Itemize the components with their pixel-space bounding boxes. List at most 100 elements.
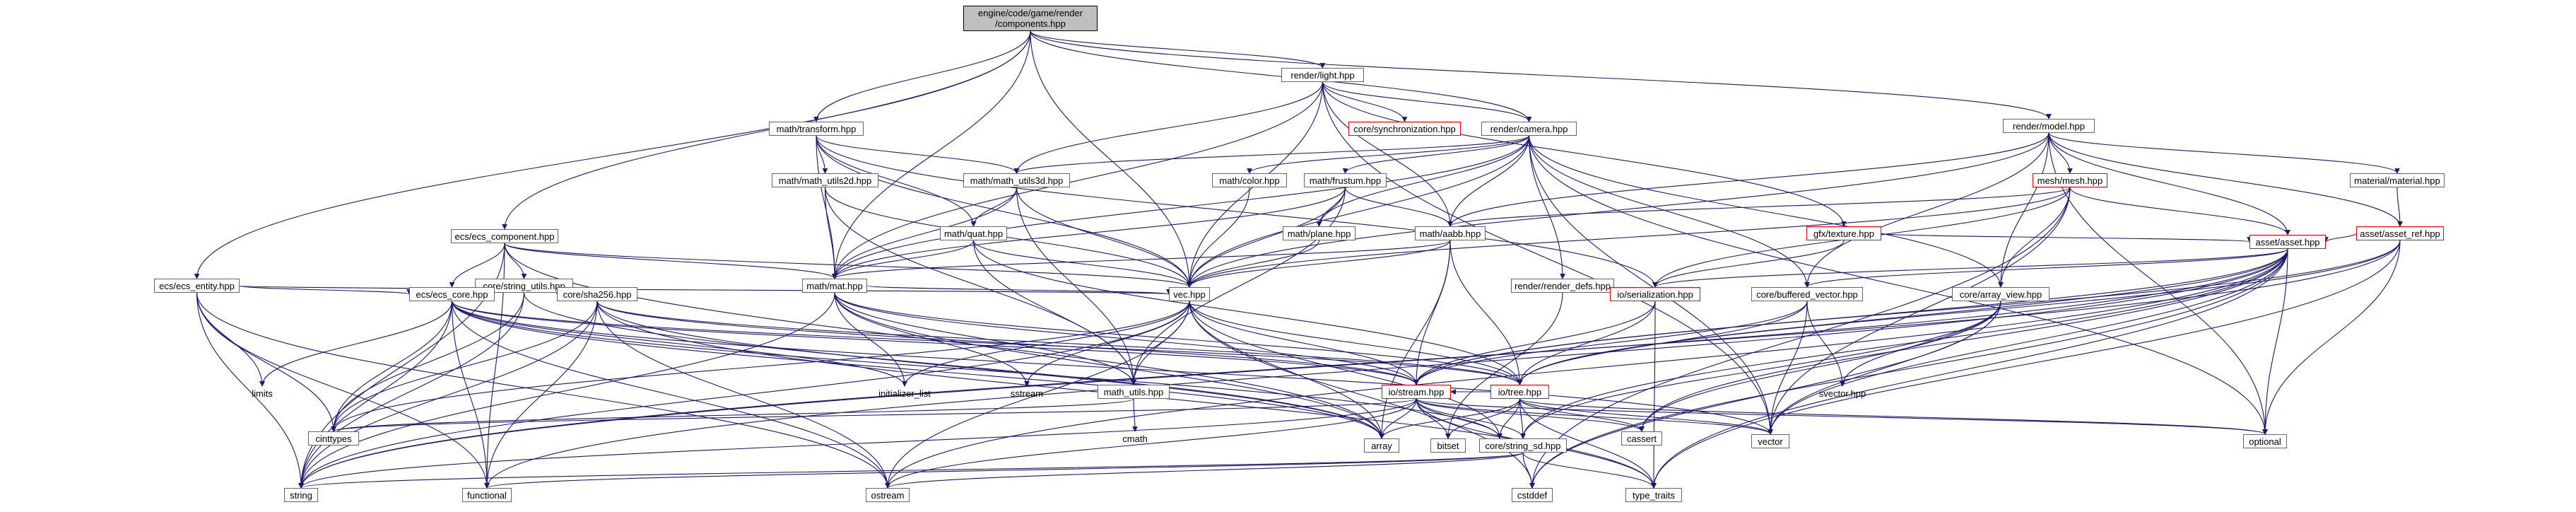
node-ostream[interactable]: ostream — [866, 488, 910, 502]
node-vector[interactable]: vector — [1751, 434, 1789, 448]
edge-model-to-assetref — [2048, 132, 2403, 227]
edge-root-to-model — [1030, 30, 2052, 120]
edge-stream-to-strsd — [1416, 398, 1526, 439]
node-ecs-entity[interactable]: ecs/ecs_entity.hpp — [154, 279, 240, 293]
node-core-synchronization[interactable]: core/synchronization.hpp — [1348, 122, 1461, 136]
node-math-frustum[interactable]: math/frustum.hpp — [1304, 173, 1387, 187]
node-functional[interactable]: functional — [462, 488, 512, 502]
edge-ecscore-to-string — [298, 301, 453, 489]
edge-ecsentity-to-string — [196, 292, 304, 489]
node-math-utils2d[interactable]: math/math_utils2d.hpp — [772, 173, 878, 187]
node-io-tree[interactable]: io/tree.hpp — [1490, 385, 1549, 399]
node-material-material[interactable]: material/material.hpp — [2350, 173, 2445, 187]
edge-mat-to-array — [834, 292, 1384, 439]
node-math-transform[interactable]: math/transform.hpp — [769, 122, 864, 136]
edge-ecsentity-to-limits — [196, 292, 265, 387]
node-initializer-list[interactable]: initializer_list — [878, 388, 931, 399]
edge-mesh-to-aabb — [1447, 187, 2071, 227]
edge-root-to-vec — [1030, 30, 1192, 288]
node-bitset[interactable]: bitset — [1430, 438, 1466, 453]
node-math-utils[interactable]: math_utils.hpp — [1098, 385, 1170, 399]
node-ecs-core[interactable]: ecs/ecs_core.hpp — [409, 287, 495, 301]
edge-ecscomp-to-vec — [504, 243, 1192, 288]
edge-mu2d-to-mat — [824, 187, 837, 279]
edge-model-to-bufvec — [1804, 132, 2049, 288]
edge-bufvec-to-vector — [1768, 301, 1808, 435]
node-svector[interactable]: svector.hpp — [1818, 388, 1866, 399]
edge-plane-to-vec — [1187, 240, 1320, 288]
edge-ecscore-to-ostream — [451, 301, 890, 489]
node-root-components[interactable]: engine/code/game/render /components.hpp — [963, 6, 1098, 31]
node-math-aabb[interactable]: math/aabb.hpp — [1415, 226, 1486, 240]
node-cassert[interactable]: cassert — [1621, 431, 1662, 446]
edge-asset-to-typetraits — [1651, 248, 2288, 489]
edge-assetref-to-asset — [2323, 233, 2357, 243]
edge-light-to-vector — [1322, 81, 1773, 435]
edge-camera-to-mu3d — [1013, 135, 1530, 174]
node-render-camera[interactable]: render/camera.hpp — [1481, 122, 1577, 136]
node-core-sha256[interactable]: core/sha256.hpp — [557, 287, 637, 301]
edge-asset-to-functional — [484, 248, 2288, 489]
edge-aabb-to-mat — [832, 240, 1451, 279]
node-render-model[interactable]: render/model.hpp — [2003, 119, 2095, 133]
edge-vec-to-utility — [1189, 301, 1502, 439]
node-type-traits[interactable]: type_traits — [1625, 488, 1682, 502]
edge-transform-to-mu3d — [816, 135, 1020, 174]
edge-asset-to-bufvec — [1804, 248, 2288, 288]
node-cstddef[interactable]: cstddef — [1512, 488, 1553, 502]
edge-asset-to-optional — [2262, 248, 2288, 435]
node-ecs-component[interactable]: ecs/ecs_component.hpp — [451, 229, 558, 243]
node-mesh-mesh[interactable]: mesh/mesh.hpp — [2033, 173, 2107, 187]
node-sstream[interactable]: sstream — [1010, 388, 1044, 399]
edge-model-to-arrview — [1998, 132, 2049, 288]
edge-stream-to-string — [298, 398, 1417, 489]
node-string[interactable]: string — [284, 488, 318, 502]
edge-asset-to-strsd — [1520, 248, 2288, 439]
node-cinttypes[interactable]: cinttypes — [308, 431, 359, 446]
node-optional[interactable]: optional — [2243, 434, 2287, 448]
node-render-light[interactable]: render/light.hpp — [1281, 68, 1364, 82]
node-math-color[interactable]: math/color.hpp — [1212, 173, 1287, 187]
edge-mat-to-mathutils — [834, 292, 1136, 385]
node-core-buffered-vector[interactable]: core/buffered_vector.hpp — [1751, 287, 1863, 301]
node-cmath[interactable]: cmath — [1122, 433, 1148, 444]
edge-mu2d-to-vec — [824, 187, 1192, 288]
edge-root-to-ecsentity — [194, 30, 1031, 279]
node-asset-asset[interactable]: asset/asset.hpp — [2249, 235, 2326, 249]
edge-ecsentity-to-cinttypes — [196, 292, 336, 432]
edge-ecscomp-to-string — [298, 243, 505, 489]
edge-ecscomp-to-mat — [504, 243, 837, 279]
node-io-stream[interactable]: io/stream.hpp — [1382, 385, 1451, 399]
edge-vec-to-tree — [1189, 301, 1523, 385]
node-limits[interactable]: limits — [252, 388, 273, 399]
edge-assetref-to-string — [298, 240, 2401, 489]
edge-quat-to-mathutils — [972, 240, 1136, 385]
edge-asset-to-vector — [1768, 248, 2288, 435]
node-core-array-view[interactable]: core/array_view.hpp — [1952, 287, 2049, 301]
node-core-string-utils[interactable]: core/string_utils.hpp — [475, 279, 573, 293]
edge-light-to-texture — [1322, 81, 1847, 227]
edge-model-to-aabb — [1447, 132, 2049, 227]
edge-transform-to-quat — [816, 135, 977, 227]
edge-model-to-material — [2048, 132, 2400, 174]
edge-root-to-transform — [813, 30, 1031, 122]
node-math-plane[interactable]: math/plane.hpp — [1283, 226, 1355, 240]
node-vec[interactable]: vec.hpp — [1169, 287, 1210, 301]
node-gfx-texture[interactable]: gfx/texture.hpp — [1806, 226, 1881, 240]
node-io-serialization[interactable]: io/serialization.hpp — [1610, 287, 1700, 301]
node-math-quat[interactable]: math/quat.hpp — [940, 226, 1007, 240]
edge-sha256-to-functional — [484, 301, 598, 489]
node-math-utils3d[interactable]: math/math_utils3d.hpp — [963, 173, 1070, 187]
edge-sha256-to-stream — [596, 301, 1419, 385]
node-asset-ref[interactable]: asset/asset_ref.hpp — [2356, 226, 2444, 240]
node-core-string-sd[interactable]: core/string_sd.hpp — [1479, 438, 1567, 453]
node-math-mat[interactable]: math/mat.hpp — [802, 279, 867, 293]
node-array[interactable]: array — [1364, 438, 1399, 453]
edge-mat-to-sstream — [834, 292, 1030, 387]
edge-stream-to-ostream — [885, 398, 1417, 489]
node-render-defs[interactable]: render/render_defs.hpp — [1511, 279, 1614, 293]
edge-serial-to-stream — [1413, 301, 1656, 385]
edge-frustum-to-vec — [1187, 187, 1346, 288]
